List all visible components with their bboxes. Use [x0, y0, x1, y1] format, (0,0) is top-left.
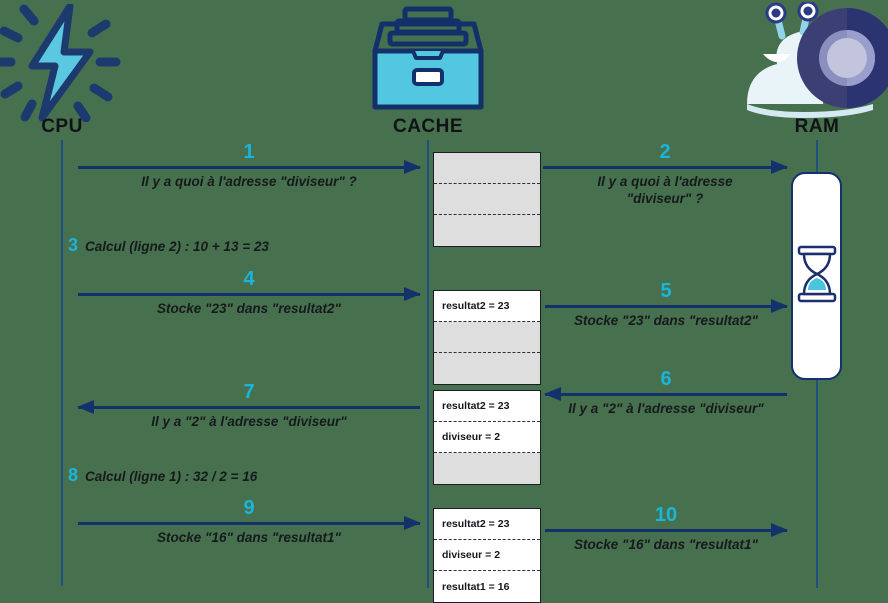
arrow-head-icon: [404, 287, 421, 301]
note-8: 8 Calcul (ligne 1) : 32 / 2 = 16: [68, 465, 257, 486]
arrow-head-icon: [544, 387, 561, 401]
cache-row: [434, 453, 540, 484]
message-caption: Stocke "16" dans "resultat1": [574, 537, 758, 552]
lifeline-cache: [427, 140, 429, 588]
message-number: 10: [654, 504, 678, 526]
message-caption: Stocke "23" dans "resultat2": [574, 313, 758, 328]
ram-activation-box: [791, 172, 842, 380]
cache-block: resultat2 = 23 diviseur = 2: [433, 390, 541, 485]
arrow-head-icon: [77, 400, 94, 414]
message-number: 2: [659, 141, 671, 163]
snail-icon: [741, 0, 888, 123]
note-text: Calcul (ligne 1) : 32 / 2 = 16: [85, 469, 258, 484]
note-number: 8: [68, 465, 79, 485]
message-caption: Stocke "23" dans "resultat2": [157, 301, 341, 316]
cache-row: [434, 184, 540, 215]
note-text: Calcul (ligne 2) : 10 + 13 = 23: [85, 239, 269, 254]
actor-label-cpu: CPU: [41, 116, 83, 137]
message-caption: Il y a quoi à l'adresse "diviseur" ?: [597, 174, 733, 206]
cache-row: diviseur = 2: [434, 422, 540, 453]
cache-row: [434, 322, 540, 353]
cache-row: [434, 353, 540, 384]
note-3: 3 Calcul (ligne 2) : 10 + 13 = 23: [68, 235, 269, 256]
cache-row: resultat1 = 16: [434, 571, 540, 602]
cache-row: [434, 153, 540, 184]
file-drawer-icon: [368, 4, 488, 121]
note-number: 3: [68, 235, 79, 255]
cache-row: resultat2 = 23: [434, 509, 540, 540]
cache-block: resultat2 = 23 diviseur = 2 resultat1 = …: [433, 508, 541, 603]
lightning-bolt-icon: [0, 2, 126, 127]
arrow-head-icon: [771, 160, 788, 174]
cache-row: [434, 215, 540, 246]
arrow-head-icon: [404, 516, 421, 530]
message-caption: Il y a "2" à l'adresse "diviseur": [568, 401, 764, 416]
message-caption: Il y a "2" à l'adresse "diviseur": [151, 414, 347, 429]
message-number: 7: [243, 381, 255, 403]
message-number: 1: [243, 141, 255, 163]
actor-label-ram: RAM: [794, 116, 840, 137]
actor-label-cache: CACHE: [392, 116, 464, 137]
cache-row: diviseur = 2: [434, 540, 540, 571]
message-number: 5: [660, 280, 672, 302]
message-number: 4: [243, 268, 255, 290]
cache-row: resultat2 = 23: [434, 291, 540, 322]
cache-block: resultat2 = 23: [433, 290, 541, 385]
hourglass-icon: [796, 245, 838, 308]
message-caption: Stocke "16" dans "resultat1": [157, 530, 341, 545]
arrow-head-icon: [404, 160, 421, 174]
message-number: 9: [243, 497, 255, 519]
cache-row: resultat2 = 23: [434, 391, 540, 422]
lifeline-cpu: [61, 140, 63, 586]
message-number: 6: [660, 368, 672, 390]
message-caption: Il y a quoi à l'adresse "diviseur" ?: [141, 174, 357, 189]
arrow-head-icon: [771, 299, 788, 313]
arrow-head-icon: [771, 523, 788, 537]
cache-block: [433, 152, 541, 247]
